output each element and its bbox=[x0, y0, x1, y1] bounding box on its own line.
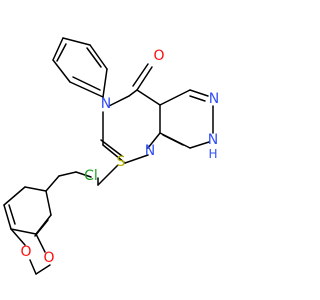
pyrazole-nitrogen-label: N bbox=[209, 91, 219, 107]
molecule-canvas: O N N N N H S Cl O O bbox=[3, 37, 220, 275]
bond bbox=[35, 233, 46, 253]
bond bbox=[189, 89, 209, 97]
bond bbox=[86, 47, 102, 68]
bond bbox=[8, 204, 16, 225]
bond bbox=[136, 66, 153, 91]
bond bbox=[189, 141, 210, 149]
molecule-structure: O N N N N H S Cl O O bbox=[3, 37, 219, 275]
carbonyl-oxygen-label: O bbox=[153, 48, 164, 64]
bond bbox=[62, 37, 91, 46]
dioxole-ring bbox=[10, 228, 51, 275]
bond bbox=[97, 164, 119, 186]
bond bbox=[10, 228, 26, 246]
bond bbox=[69, 81, 104, 98]
bond bbox=[52, 37, 64, 61]
bond bbox=[34, 219, 49, 237]
bond bbox=[45, 190, 52, 216]
bond bbox=[24, 186, 47, 192]
pyrimidinone-ring bbox=[100, 63, 161, 164]
amide-nitrogen-label: N bbox=[101, 96, 111, 112]
bond bbox=[56, 43, 67, 62]
bond bbox=[162, 134, 184, 146]
bond bbox=[100, 139, 123, 157]
bond bbox=[75, 171, 92, 178]
bond bbox=[45, 175, 60, 192]
bond bbox=[147, 132, 161, 149]
bond bbox=[132, 63, 149, 87]
bond bbox=[35, 264, 51, 275]
bond bbox=[102, 144, 126, 164]
phenyl-ring bbox=[52, 37, 108, 98]
bond bbox=[102, 68, 108, 98]
bond bbox=[89, 44, 108, 70]
bond bbox=[124, 154, 149, 164]
bond bbox=[159, 89, 191, 106]
bond bbox=[189, 95, 206, 102]
bond bbox=[3, 186, 26, 206]
bond bbox=[136, 89, 161, 106]
pyrimidine-nitrogen-label: N bbox=[145, 143, 155, 159]
pyrazole-nh-nitrogen-label: N bbox=[208, 132, 218, 148]
thioether-linker bbox=[45, 164, 119, 192]
bond bbox=[72, 76, 101, 91]
bond bbox=[52, 59, 71, 83]
benzodioxole-ring bbox=[3, 186, 52, 237]
bond bbox=[3, 204, 12, 230]
pyrazole-nh-hydrogen-label: H bbox=[208, 147, 217, 161]
chlorine-label: Cl bbox=[84, 168, 98, 184]
bond bbox=[108, 95, 130, 107]
dioxole-oxygen-label: O bbox=[20, 244, 31, 260]
bond bbox=[58, 171, 77, 177]
bond bbox=[128, 89, 138, 97]
bond bbox=[10, 228, 37, 235]
pyrazole-ring bbox=[159, 89, 214, 149]
bond bbox=[29, 259, 37, 275]
sulfur-label: S bbox=[117, 154, 126, 170]
dioxole-oxygen-label: O bbox=[43, 250, 54, 266]
